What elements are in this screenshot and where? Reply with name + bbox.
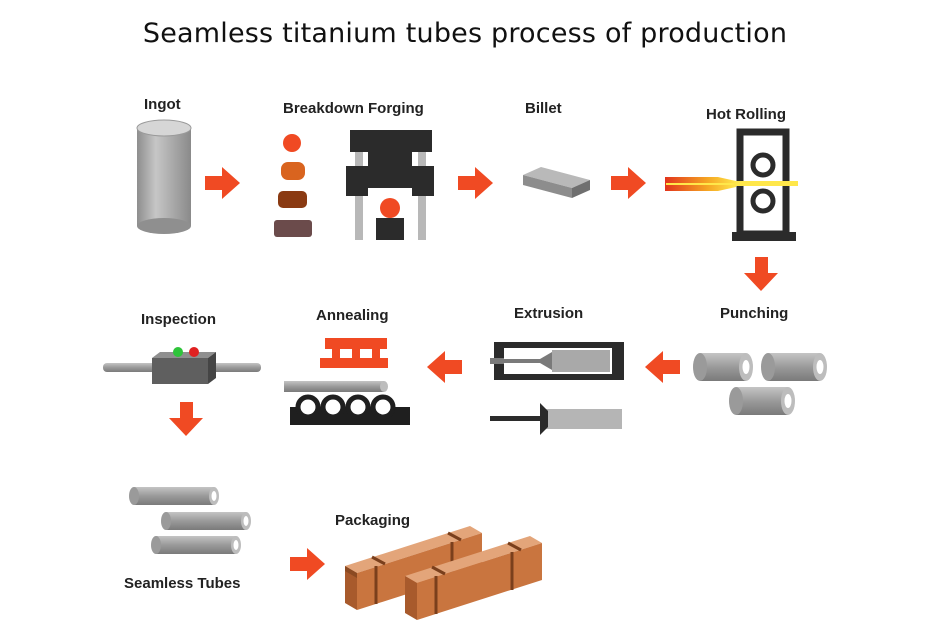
label-seamless-tubes: Seamless Tubes xyxy=(124,575,241,592)
inspection-device-icon xyxy=(103,347,261,384)
arrow-right-icon xyxy=(290,548,325,580)
seamless-tubes-icon xyxy=(129,487,251,554)
label-hot-rolling: Hot Rolling xyxy=(706,106,786,123)
arrow-left-icon xyxy=(427,351,462,383)
label-extrusion: Extrusion xyxy=(514,305,584,322)
ingot-icon xyxy=(136,119,192,234)
diagram-title: Seamless titanium tubes process of produ… xyxy=(142,18,788,49)
forging-press-icon xyxy=(346,130,434,240)
arrow-down-icon xyxy=(169,402,203,436)
arrow-left-icon xyxy=(645,351,680,383)
label-punching: Punching xyxy=(720,305,789,322)
arrow-right-icon xyxy=(611,167,646,199)
label-inspection: Inspection xyxy=(141,311,217,328)
packaging-crates-icon xyxy=(345,526,542,620)
punched-tubes-icon xyxy=(693,353,827,415)
arrow-right-icon xyxy=(458,167,493,199)
label-breakdown-forging: Breakdown Forging xyxy=(283,100,424,117)
extrusion-press-icon xyxy=(490,342,624,435)
annealing-furnace-icon xyxy=(284,338,410,425)
label-annealing: Annealing xyxy=(316,307,389,324)
label-packaging: Packaging xyxy=(335,512,411,529)
label-billet: Billet xyxy=(525,100,562,117)
forging-stages-icon xyxy=(274,134,312,237)
arrow-right-icon xyxy=(205,167,240,199)
hot-rolling-mill-icon xyxy=(665,128,798,241)
billet-icon xyxy=(523,167,590,198)
arrow-down-icon xyxy=(744,257,778,291)
label-ingot: Ingot xyxy=(144,96,181,113)
